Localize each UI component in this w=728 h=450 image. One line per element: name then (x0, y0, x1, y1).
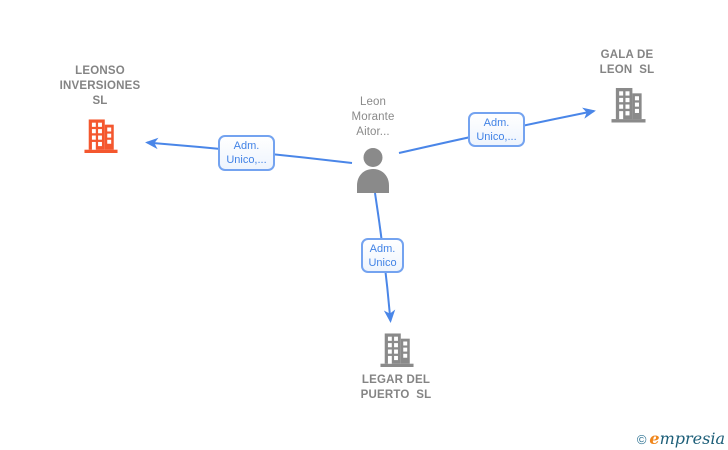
company-name: LEONSO INVERSIONES SL (59, 65, 141, 107)
person-icon (352, 147, 394, 193)
brand-name: empresia (649, 429, 725, 448)
company-name: GALA DE LEON SL (599, 49, 655, 76)
building-icon (84, 118, 118, 154)
edge-label-adm-unico-leonso[interactable]: Adm. Unico,... (218, 135, 275, 171)
person-name: Leon Morante Aitor... (351, 96, 395, 138)
copyright-icon: © (636, 432, 647, 447)
edge-label-adm-unico-gala[interactable]: Adm. Unico,... (468, 112, 525, 147)
edge-label-adm-unico-legar[interactable]: Adm. Unico (361, 238, 404, 273)
building-icon (380, 332, 414, 368)
building-icon (611, 87, 646, 123)
company-name: LEGAR DEL PUERTO SL (360, 374, 432, 401)
empresia-logo[interactable]: © empresia (637, 429, 725, 448)
